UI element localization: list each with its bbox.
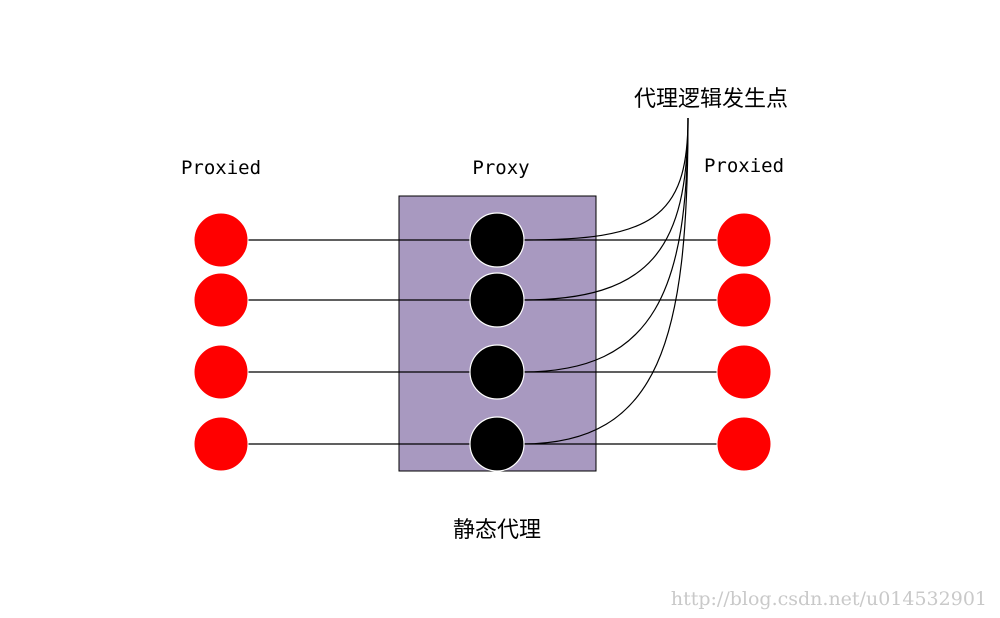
proxy-node-1 bbox=[469, 212, 525, 268]
left-proxied-node-1 bbox=[193, 212, 249, 268]
callout-curves bbox=[521, 117, 689, 445]
proxy-nodes bbox=[469, 212, 525, 472]
proxy-node-3 bbox=[469, 344, 525, 400]
right-proxied-node-4 bbox=[716, 416, 772, 472]
right-proxied-node-2 bbox=[716, 272, 772, 328]
callout-label: 代理逻辑发生点 bbox=[634, 87, 788, 112]
left-proxied-node-3 bbox=[193, 344, 249, 400]
right-proxied-node-1 bbox=[716, 212, 772, 268]
left-proxied-node-2 bbox=[193, 272, 249, 328]
callout-curve-3 bbox=[521, 117, 689, 373]
right-group-label: Proxied bbox=[704, 155, 784, 177]
callout-curve-1 bbox=[521, 117, 689, 241]
watermark-text: http://blog.csdn.net/u014532901 bbox=[671, 588, 987, 610]
proxy-node-4 bbox=[469, 416, 525, 472]
proxy-node-2 bbox=[469, 272, 525, 328]
right-proxied-nodes bbox=[716, 212, 772, 472]
left-proxied-node-4 bbox=[193, 416, 249, 472]
left-proxied-nodes bbox=[193, 212, 249, 472]
center-group-label: Proxy bbox=[472, 157, 529, 179]
left-group-label: Proxied bbox=[181, 157, 261, 179]
callout-curve-4 bbox=[521, 117, 689, 445]
callout-curve-2 bbox=[521, 117, 689, 301]
right-proxied-node-3 bbox=[716, 344, 772, 400]
caption-label: 静态代理 bbox=[453, 518, 541, 543]
